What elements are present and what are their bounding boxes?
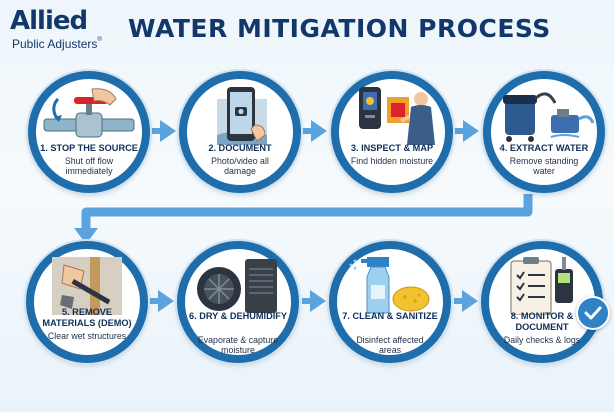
arrow-3-4 [455, 120, 479, 142]
step-description: Daily checks & logs [503, 335, 581, 345]
step-description: Remove standing water [509, 156, 579, 177]
phone-camera-icon [217, 87, 267, 145]
page-title: WATER MITIGATION PROCESS [128, 14, 551, 43]
step-5-remove-materials: 5. REMOVE MATERIALS (DEMO) Clear wet str… [26, 241, 148, 363]
arrow-4-5-head [74, 228, 98, 244]
step-label: 3. INSPECT & MAP [350, 143, 434, 153]
step-description: Clear wet structures [47, 331, 127, 341]
allied-logo: Allied Public Adjusters® [10, 6, 120, 54]
logo-subtitle-text: Public Adjusters [12, 37, 98, 51]
arrow-7-8 [454, 290, 478, 312]
thermal-camera-icon [359, 87, 435, 145]
step-description: Disinfect affected areas [356, 335, 424, 356]
step-6-dry-and-dehumidify: 6. DRY & DEHUMIDIFY Evaporate & capture … [177, 241, 299, 363]
logo-wordmark: Allied [10, 6, 88, 36]
step-description: Evaporate & capture moisture [197, 335, 279, 356]
step-label: 5. REMOVE MATERIALS (DEMO) [42, 307, 132, 328]
step-description: Find hidden moisture [350, 156, 434, 166]
step-7-clean-and-sanitize: 7. CLEAN & SANITIZE Disinfect affected a… [329, 241, 451, 363]
step-3-inspect-and-map: 3. INSPECT & MAP Find hidden moisture [331, 71, 453, 193]
step-description: Shut off flow immediately [64, 156, 114, 177]
step-label: 1. STOP THE SOURCE [40, 143, 138, 153]
arrow-5-6 [150, 290, 174, 312]
clipboard-meter-icon [510, 257, 573, 315]
arrow-1-2 [152, 120, 176, 142]
valve-hand-icon [43, 88, 135, 138]
step-1-stop-the-source: 1. STOP THE SOURCE Shut off flow immedia… [28, 71, 150, 193]
step-description: Photo/video all damage [211, 156, 269, 177]
air-mover-dehumidifier-icon [197, 259, 277, 313]
step-label: 6. DRY & DEHUMIDIFY [189, 311, 288, 321]
arrow-4-5-wrap [81, 194, 533, 232]
arrow-6-7 [302, 290, 326, 312]
step-label: 7. CLEAN & SANITIZE [342, 311, 438, 321]
step-label: 4. EXTRACT WATER [499, 143, 589, 153]
checkmark-badge [576, 296, 610, 330]
step-label: 2. DOCUMENT [208, 143, 272, 153]
pry-bar-drywall-icon [52, 257, 122, 315]
wet-vac-pump-icon [503, 92, 595, 142]
step-4-extract-water: 4. EXTRACT WATER Remove standing water [483, 71, 605, 193]
step-2-document: 2. DOCUMENT Photo/video all damage [179, 71, 301, 193]
spray-bottle-sponge-icon [349, 257, 430, 314]
trademark-mark: ® [97, 37, 102, 43]
step-label: 8. MONITOR & DOCUMENT [510, 311, 574, 332]
logo-subtitle: Public Adjusters® [12, 37, 102, 51]
checkmark-icon [584, 306, 602, 320]
arrow-2-3 [303, 120, 327, 142]
